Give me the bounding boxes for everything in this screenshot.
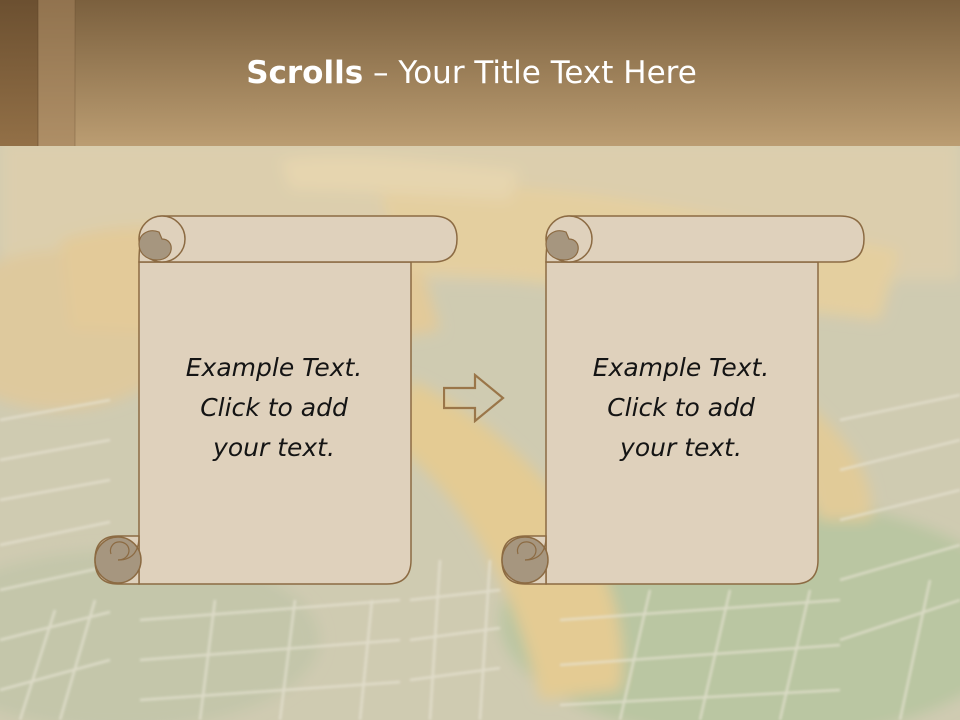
title-rest-part: – Your Title Text Here [363,55,697,91]
scroll-placeholder-right[interactable]: Example Text. Click to add your text. [500,214,874,588]
scroll-text-right[interactable]: Example Text. Click to add your text. [546,348,816,468]
scroll-text-line-3: your text. [620,433,742,462]
scroll-text-line-3: your text. [213,433,335,462]
right-arrow-icon [443,373,505,423]
title-bold-part: Scrolls [246,55,364,91]
scroll-placeholder-left[interactable]: Example Text. Click to add your text. [93,214,467,588]
slide-title[interactable]: Scrolls – Your Title Text Here [0,55,943,91]
scroll-text-line-2: Click to add [200,393,348,422]
scroll-text-line-2: Click to add [607,393,755,422]
parchment-scroll-icon [501,215,865,585]
scroll-text-line-1: Example Text. [185,353,363,382]
parchment-scroll-icon [94,215,458,585]
title-band [0,0,960,146]
scroll-text-left[interactable]: Example Text. Click to add your text. [139,348,409,468]
scroll-text-line-1: Example Text. [592,353,770,382]
